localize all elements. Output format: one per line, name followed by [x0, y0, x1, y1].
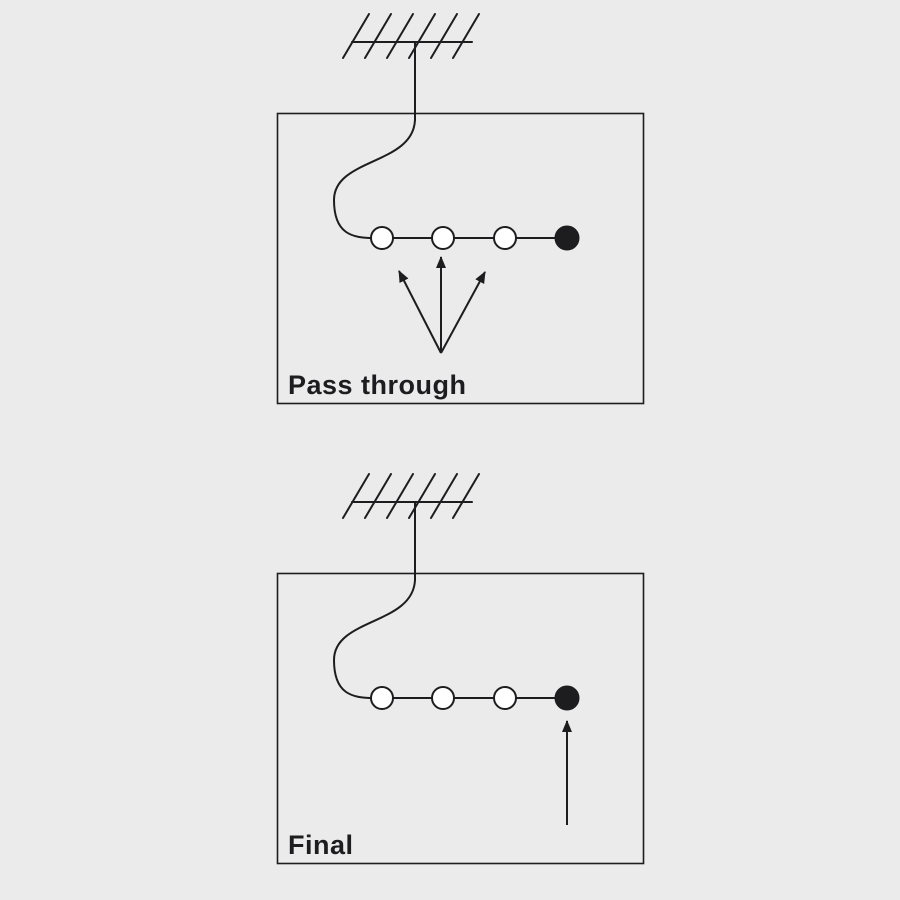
panel-box — [276, 572, 645, 865]
antenna-hatch — [408, 13, 436, 59]
antenna-hatch — [342, 473, 370, 519]
open-port-circle — [493, 686, 517, 710]
antenna-hatch — [430, 473, 458, 519]
open-port-circle — [431, 226, 455, 250]
terminal-port-circle — [554, 685, 580, 711]
antenna-hatch — [386, 473, 414, 519]
arrow-up-right — [440, 271, 486, 354]
antenna-hatch — [430, 13, 458, 59]
antenna-icon — [342, 13, 480, 121]
panel-box — [276, 112, 645, 405]
panel-pass-through: Pass through — [276, 13, 645, 405]
panel-label: Final — [288, 830, 354, 860]
panel-final: Final — [276, 473, 645, 865]
antenna-hatch — [452, 13, 480, 59]
antenna-hatch — [408, 473, 436, 519]
antenna-hatch — [364, 473, 392, 519]
antenna-icon — [342, 473, 480, 581]
cable-curve — [332, 119, 568, 239]
open-port-circle — [370, 226, 394, 250]
connector-ports — [370, 225, 580, 251]
panel-label: Pass through — [288, 370, 467, 400]
antenna-hatch — [364, 13, 392, 59]
arrow-up-left — [398, 270, 442, 354]
open-port-circle — [370, 686, 394, 710]
open-port-circle — [493, 226, 517, 250]
connector-ports — [370, 685, 580, 711]
open-port-circle — [431, 686, 455, 710]
cable-curve — [332, 579, 568, 699]
antenna-hatch — [452, 473, 480, 519]
antenna-hatch — [386, 13, 414, 59]
terminal-port-circle — [554, 225, 580, 251]
signal-arrows — [398, 256, 486, 354]
antenna-hatch — [342, 13, 370, 59]
